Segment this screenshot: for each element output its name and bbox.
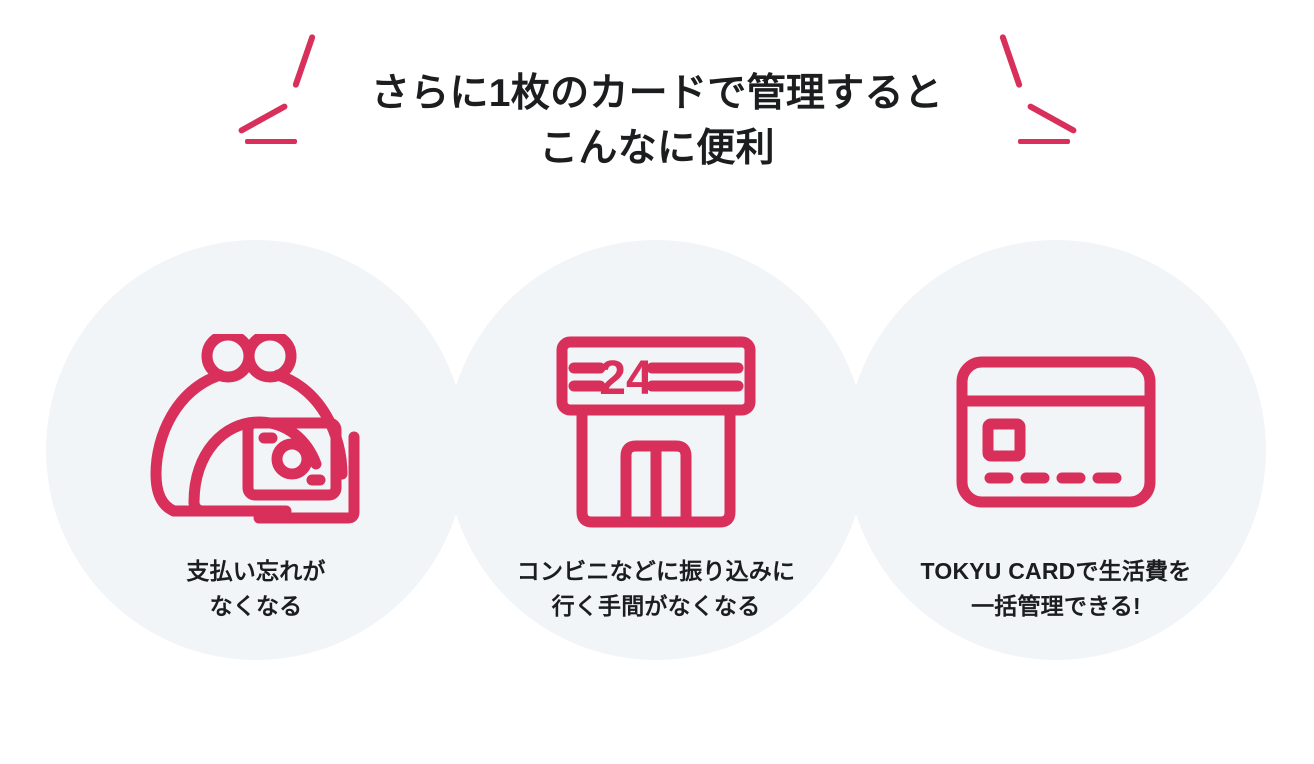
- feature-circle-background: [846, 240, 1266, 660]
- feature-item-no-store-trips: 24 コンビニなどに振り込みに 行く手間がなくなる: [446, 240, 866, 690]
- sparkle-line-left-horizontal-icon: [245, 139, 297, 144]
- feature-list: 支払い忘れが なくなる: [0, 240, 1314, 700]
- feature-caption-unified-management: TOKYU CARDで生活費を 一括管理できる!: [921, 554, 1192, 624]
- svg-text:24: 24: [599, 352, 653, 405]
- feature-item-payment-reminder: 支払い忘れが なくなる: [46, 240, 466, 690]
- caption-line-1: 支払い忘れが: [186, 558, 326, 584]
- credit-card-icon: [941, 332, 1171, 532]
- section-heading: さらに1枚のカードで管理すると こんなに便利: [0, 66, 1314, 177]
- feature-caption-payment-reminder: 支払い忘れが なくなる: [186, 554, 325, 624]
- caption-line-1: TOKYU CARDで生活費を: [920, 558, 1192, 584]
- caption-line-2: 一括管理できる!: [971, 592, 1141, 619]
- caption-line-2: 行く手間がなくなる: [551, 592, 761, 619]
- feature-circle-background: [46, 240, 466, 660]
- wallet-with-cash-icon: [141, 332, 371, 532]
- heading-line-1: さらに1枚のカードで管理すると: [370, 72, 944, 115]
- feature-item-unified-management: TOKYU CARDで生活費を 一括管理できる!: [846, 240, 1266, 690]
- feature-caption-no-store-trips: コンビニなどに振り込みに 行く手間がなくなる: [517, 554, 795, 624]
- sparkle-line-right-horizontal-icon: [1018, 139, 1070, 144]
- convenience-store-24-icon: 24: [541, 332, 771, 532]
- caption-line-1: コンビニなどに振り込みに: [516, 558, 796, 584]
- caption-line-2: なくなる: [209, 592, 303, 619]
- heading-line-2: こんなに便利: [539, 127, 775, 171]
